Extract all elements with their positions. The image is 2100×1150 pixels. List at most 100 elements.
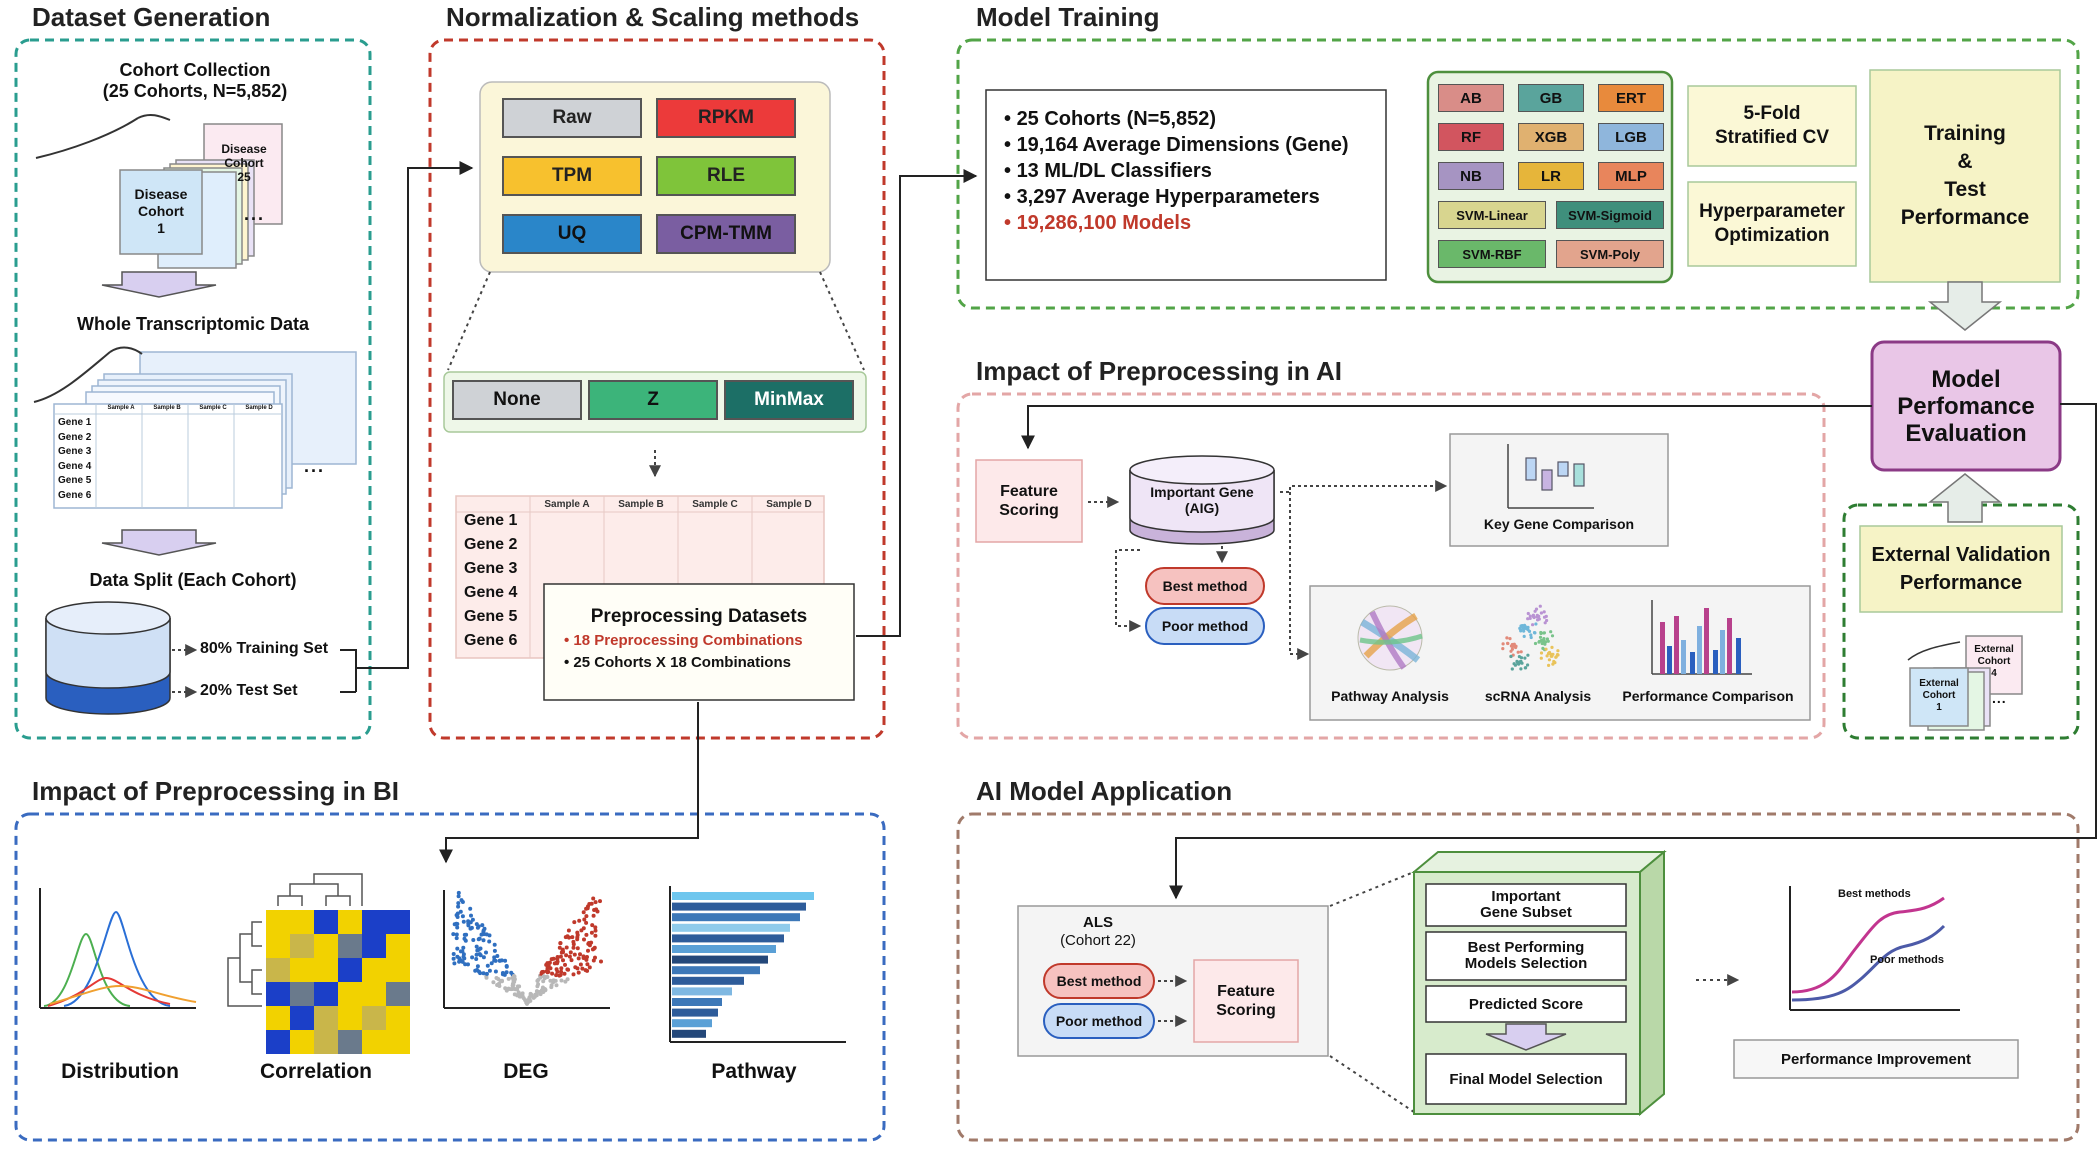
step-line: Models Selection [1464, 955, 1588, 972]
training-summary-text: 25 Cohorts (N=5,852) [1016, 108, 1217, 130]
distribution-label: Distribution [61, 1060, 179, 1083]
volcano-point [477, 952, 482, 957]
pathway-analysis-label: Pathway Analysis [1331, 688, 1449, 704]
important-gene-label: Important Gene (AIG) [1130, 484, 1274, 516]
volcano-point [484, 971, 489, 976]
heatmap-cell [386, 934, 410, 958]
ext-card-back-line: Cohort [1977, 656, 2011, 667]
heatmap-cell [290, 982, 314, 1006]
scrna-point [1531, 613, 1535, 617]
volcano-point [592, 908, 597, 912]
volcano-point [462, 936, 467, 941]
heatmap-cell [338, 934, 362, 958]
volcano-point [550, 971, 555, 976]
volcano-point [512, 986, 517, 991]
cohort-collection-text: Cohort Collection [119, 60, 271, 80]
pathway-bar [672, 1029, 706, 1038]
important-gene-db [1129, 455, 1275, 545]
scrna-point [1537, 639, 1541, 644]
scrna-point [1533, 641, 1538, 646]
volcano-point [492, 948, 497, 953]
dg-sample-header: Sample B [153, 405, 181, 411]
volcano-point [474, 952, 479, 957]
volcano-point [469, 913, 473, 918]
train-test-line: Test [1944, 178, 1986, 201]
volcano-point [481, 928, 486, 933]
volcano-point [554, 983, 559, 988]
scrna-point [1510, 647, 1514, 651]
cohort-card-back: Disease Cohort 25 [206, 142, 282, 184]
training-summary-text: 19,164 Average Dimensions (Gene) [1016, 134, 1349, 156]
volcano-point [599, 959, 603, 964]
volcano-point [451, 932, 456, 937]
cv-line: 5-Fold [1743, 103, 1801, 124]
datasets-box [543, 583, 855, 701]
volcano-point [454, 913, 459, 918]
volcano-point [543, 988, 548, 993]
volcano-point [555, 969, 560, 974]
impact-bi-section-border [14, 812, 886, 1142]
scrna-point [1545, 637, 1549, 641]
training-summary-item: • 13 ML/DL Classifiers [1004, 160, 1212, 183]
pathway-bar [672, 955, 768, 964]
volcano-point [534, 992, 539, 997]
volcano-point [454, 936, 459, 941]
volcano-point [559, 966, 564, 971]
volcano-point [493, 958, 498, 963]
volcano-point [541, 979, 546, 984]
volcano-point [584, 957, 589, 962]
improvement-curve-plot [1789, 886, 1960, 1011]
scrna-point [1531, 623, 1535, 627]
scrna-point [1547, 658, 1551, 662]
scaling-method-z: Z [588, 380, 718, 420]
heatmap-cell [266, 1030, 290, 1054]
volcano-point [584, 906, 589, 911]
heatmap-cell [386, 982, 410, 1006]
app-feature-scoring-line: Scoring [1216, 1002, 1276, 1019]
transcriptome-table-stack [33, 346, 357, 509]
scrna-point [1542, 610, 1546, 614]
step-line: Gene Subset [1480, 904, 1572, 921]
card-back-line: Disease [221, 142, 267, 156]
scrna-point [1517, 662, 1521, 666]
ext-ellipsis: ... [1992, 690, 2007, 706]
volcano-point [509, 970, 514, 975]
volcano-point [487, 939, 492, 944]
scrna-point [1523, 666, 1527, 670]
volcano-point [481, 955, 486, 960]
volcano-point [546, 962, 551, 967]
heatmap-cell [338, 1030, 362, 1054]
classifier-svm-poly: SVM-Poly [1556, 240, 1664, 268]
training-section-border [956, 38, 2080, 310]
volcano-point [477, 936, 482, 941]
pathway-bar [672, 1019, 712, 1028]
volcano-point [544, 974, 549, 979]
training-summary-item: • 19,164 Average Dimensions (Gene) [1004, 134, 1349, 157]
classifier-gb: GB [1518, 84, 1584, 112]
volcano-point [576, 970, 581, 975]
classifier-xgb: XGB [1518, 123, 1584, 151]
scrna-point [1543, 621, 1547, 625]
volcano-point [583, 968, 588, 973]
external-validation-box: External Validation Performance [1860, 526, 2062, 612]
key-gene-panel [1449, 433, 1669, 547]
scrna-point [1510, 667, 1514, 671]
scrna-point [1538, 604, 1542, 608]
als-cohort: (Cohort 22) [1060, 932, 1136, 949]
volcano-point [515, 987, 520, 992]
ext-card-front-line: External [1919, 678, 1959, 689]
feature-scoring-line: Scoring [999, 502, 1059, 519]
scrna-point [1534, 622, 1538, 626]
impact-ai-title: Impact of Preprocessing in AI [976, 356, 1343, 386]
scrna-point [1537, 617, 1541, 621]
external-section-border [1842, 503, 2080, 740]
dg-sample-header: Sample D [245, 405, 273, 411]
heatmap-cell [290, 910, 314, 934]
volcano-point [466, 962, 470, 967]
scrna-point [1516, 650, 1520, 654]
volcano-point [566, 967, 571, 972]
heatmap-cell [338, 958, 362, 982]
pathway-bar [672, 976, 744, 985]
heatmap-cell [362, 1030, 386, 1054]
scrna-point [1522, 634, 1526, 639]
